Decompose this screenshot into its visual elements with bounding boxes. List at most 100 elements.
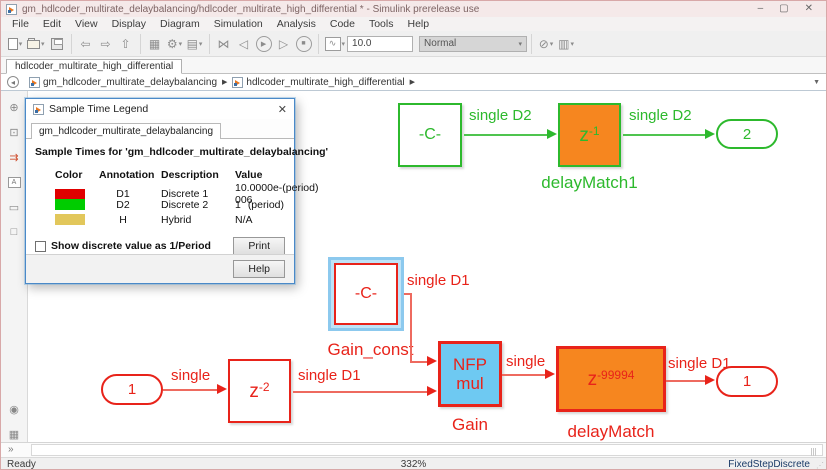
viewmarks-icon[interactable]: ▦ (8, 428, 20, 441)
stop-button[interactable]: ■ (294, 34, 314, 54)
scroll-grip-icon[interactable] (811, 448, 816, 456)
signal-label-single: single (506, 353, 546, 370)
outport2-block[interactable]: 2 (716, 119, 778, 149)
library-browser-button[interactable]: ▦ (145, 34, 165, 54)
wire[interactable] (502, 374, 546, 376)
open-button[interactable]: ▾ (25, 34, 47, 54)
dialog-tab[interactable]: gm_hdlcoder_multirate_delaybalancing (31, 123, 221, 139)
menu-tools[interactable]: Tools (368, 18, 394, 30)
menu-view[interactable]: View (75, 18, 98, 30)
close-button[interactable]: ✕ (804, 3, 813, 14)
wire[interactable] (410, 361, 428, 363)
gain-const-block[interactable]: -C- (328, 257, 404, 331)
menu-diagram[interactable]: Diagram (160, 18, 200, 30)
constant2-block[interactable]: -C- (398, 103, 462, 167)
step-back-icon: ◁ (238, 36, 249, 51)
diagnostic-viewer-button[interactable]: ▤▾ (186, 36, 203, 51)
arrowhead-icon (547, 129, 557, 139)
menu-bar: File Edit View Display Diagram Simulatio… (1, 17, 826, 31)
update-diagram-button[interactable]: ⊘▾ (538, 36, 554, 51)
forward-button[interactable]: ⇨ (96, 34, 116, 54)
status-bar: Ready 332% FixedStepDiscrete ⋰ (1, 457, 826, 470)
up-to-parent-button[interactable]: ⇧ (116, 34, 136, 54)
image-annotation-icon[interactable]: ▭ (8, 201, 20, 214)
arrowhead-icon (545, 369, 555, 379)
solver-name: FixedStepDiscrete (728, 459, 810, 470)
wire[interactable] (404, 293, 412, 295)
breadcrumb-options-icon[interactable]: ▼ (813, 78, 820, 86)
step-forward-button[interactable]: ▷ (274, 34, 294, 54)
status-text: Ready (7, 459, 36, 470)
hide-browser-icon[interactable]: ◂ (7, 76, 19, 88)
simulation-scope-button[interactable]: ∿▾ (323, 34, 348, 54)
fit-to-view-icon[interactable]: ⊡ (9, 126, 19, 139)
dialog-close-icon[interactable]: ✕ (277, 103, 287, 116)
model-configuration-button[interactable]: ⚙▾ (166, 36, 183, 51)
unit-delay-block[interactable]: z-2 (228, 359, 291, 423)
model-canvas[interactable]: -C- single D2 z-1 single D2 2 delayMatch… (28, 91, 826, 442)
wire[interactable] (293, 391, 428, 393)
signal-label-single-d2: single D2 (469, 107, 532, 124)
checkbox-label: Show discrete value as 1/Period (51, 240, 211, 252)
breadcrumb-item-subsystem[interactable]: hdlcoder_multirate_high_differential (232, 76, 405, 88)
block-name-delaymatch1[interactable]: delayMatch1 (541, 173, 638, 192)
tab-hdlcoder-multirate-high-differential[interactable]: hdlcoder_multirate_high_differential (6, 59, 183, 74)
legend-row-d1: D1 Discrete 1 10.0000e-006(period) (55, 182, 318, 206)
delaymatch1-block[interactable]: z-1 (558, 103, 621, 167)
chevron-down-icon: ▾ (518, 40, 523, 48)
zoom-icon[interactable]: ⊕ (9, 101, 19, 114)
save-button[interactable] (47, 34, 67, 54)
dialog-title-bar[interactable]: Sample Time Legend ✕ (26, 99, 294, 119)
chevrons-icon[interactable]: » (8, 444, 14, 455)
wire[interactable] (163, 389, 218, 391)
snapshot-icon[interactable]: ◉ (9, 403, 19, 416)
menu-edit[interactable]: Edit (42, 18, 62, 30)
wire[interactable] (464, 134, 548, 136)
gain-const-value: -C- (334, 263, 398, 325)
breadcrumb-item-root[interactable]: gm_hdlcoder_multirate_delaybalancing (29, 76, 217, 88)
minimize-button[interactable]: – (757, 3, 764, 14)
signal-routing-icon[interactable]: ⇉ (9, 151, 19, 164)
back-button[interactable]: ⇦ (76, 34, 96, 54)
build-button[interactable]: ▥▾ (558, 36, 574, 51)
simulation-mode-select[interactable]: Normal ▾ (419, 35, 528, 52)
wire[interactable] (666, 380, 706, 382)
menu-simulation[interactable]: Simulation (213, 18, 263, 30)
menu-display[interactable]: Display (111, 18, 147, 30)
annotation-icon[interactable]: A (6, 174, 22, 190)
menu-help[interactable]: Help (407, 18, 430, 30)
run-button[interactable]: ▶ (254, 34, 274, 54)
inport1-block[interactable]: 1 (101, 374, 163, 405)
area-box-icon[interactable]: □ (10, 226, 18, 238)
stop-time-input[interactable] (347, 35, 414, 52)
zoom-level: 332% (400, 459, 427, 470)
breadcrumb-separator-icon: ▶ (409, 79, 416, 86)
new-model-button[interactable]: ▾ (5, 34, 25, 54)
outport1-block[interactable]: 1 (716, 366, 778, 397)
main-area: ⊕ ⊡ ⇉ A ▭ □ ◉ ▦ -C- single D2 z-1 single… (1, 91, 826, 442)
block-name-gain[interactable]: Gain (452, 415, 488, 434)
wire[interactable] (623, 134, 705, 136)
menu-analysis[interactable]: Analysis (276, 18, 316, 30)
open-folder-icon (27, 38, 40, 49)
signal-label-single-d1: single D1 (668, 355, 731, 372)
step-back-button[interactable]: ◁ (234, 34, 254, 54)
show-discrete-checkbox[interactable] (35, 240, 46, 252)
wire[interactable] (410, 293, 412, 362)
block-name-delaymatch[interactable]: delayMatch (567, 422, 655, 441)
delaymatch-block[interactable]: z-99994 (556, 346, 666, 412)
print-button[interactable]: Print (233, 237, 285, 255)
resize-grip-icon[interactable]: ⋰ (816, 461, 824, 470)
fast-restart-button[interactable]: ⋈ (214, 34, 234, 54)
block-name-gain-const[interactable]: Gain_const (327, 340, 414, 359)
maximize-button[interactable]: ▢ (779, 3, 789, 14)
help-button[interactable]: Help (233, 260, 285, 278)
menu-code[interactable]: Code (329, 18, 355, 30)
window-title: gm_hdlcoder_multirate_delaybalancing/hdl… (22, 3, 480, 15)
subsystem-icon (232, 76, 244, 88)
up-icon: ⇧ (120, 36, 131, 51)
menu-file[interactable]: File (12, 18, 29, 30)
dialog-body: Sample Times for 'gm_hdlcoder_multirate_… (26, 139, 328, 255)
